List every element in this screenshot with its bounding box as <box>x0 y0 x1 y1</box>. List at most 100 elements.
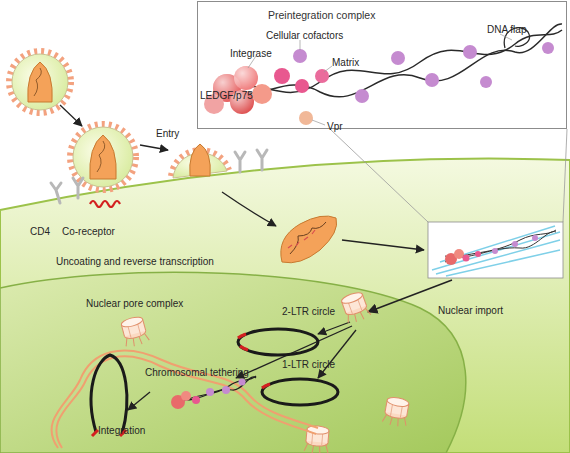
process-arrows-part <box>60 105 82 126</box>
tethered-pic-part <box>222 386 230 394</box>
nucleus-part <box>0 272 466 453</box>
part-label: Nuclear import <box>438 305 503 317</box>
virus-particle-part <box>90 135 116 179</box>
tethered-pic-part <box>206 388 214 396</box>
pic-detail-part <box>315 69 329 83</box>
nuclear-pores-part <box>339 290 371 325</box>
ltr-circles-part <box>262 384 270 388</box>
tethered-pic-part <box>192 396 200 404</box>
pic-detail-part <box>234 66 258 90</box>
pic-detail-part <box>480 76 492 88</box>
process-arrows-part <box>342 240 424 250</box>
process-arrows-part <box>318 322 350 334</box>
ltr-circles <box>238 329 338 405</box>
pic-detail-part <box>274 68 290 84</box>
pic-detail-part <box>234 66 258 90</box>
receptors-part <box>235 152 245 172</box>
part-label: Nuclear pore complex <box>86 298 183 310</box>
process-arrows-part <box>236 326 352 378</box>
nuclear-pores <box>119 290 410 453</box>
pic-zoom-box-part <box>492 248 498 254</box>
chromosome-part <box>52 350 318 448</box>
pic-detail <box>204 24 562 125</box>
receptors-part <box>257 150 267 170</box>
virus-particle <box>70 124 136 190</box>
pic-detail-part <box>299 111 313 125</box>
virus-particle-part <box>34 68 41 96</box>
inset-background <box>197 1 567 129</box>
inset-box: Preintegration complex <box>197 1 567 129</box>
part-label: 1-LTR circle <box>282 359 335 371</box>
virus-particle-part <box>70 124 136 190</box>
pic-zoom-box-part <box>445 230 556 262</box>
virus-particle-part <box>97 141 105 172</box>
zoom-lines-part <box>330 129 428 222</box>
pic-detail-part <box>391 51 405 65</box>
nuclear-pores-part <box>304 425 330 453</box>
pic-zoom-box-part <box>463 255 470 262</box>
pic-zoom-box-part <box>428 222 563 278</box>
pic-zoom-box-part <box>475 251 481 257</box>
ltr-circles-part <box>238 334 246 338</box>
virus-particle-part <box>28 62 53 102</box>
receptors-part <box>73 178 83 198</box>
capsid-part <box>281 216 337 263</box>
part-label: LEDGF/p75 <box>200 90 253 102</box>
receptors <box>51 150 267 207</box>
pic-zoom-box-part <box>454 249 464 259</box>
cell-part <box>0 159 570 453</box>
part-label: Entry <box>156 128 179 140</box>
fusing-virus-part <box>190 144 211 176</box>
pic-detail-part <box>312 120 325 125</box>
ltr-circles-part <box>262 379 338 405</box>
ltr-circles-part <box>238 329 318 355</box>
pic-detail-part <box>225 24 562 97</box>
pic-detail-part <box>355 89 369 103</box>
part-label: Matrix <box>332 57 359 69</box>
process-arrows-part <box>140 145 168 150</box>
part-label: DNA flap <box>487 24 526 36</box>
nuclear-pores-part <box>119 315 149 348</box>
capsid <box>281 216 337 263</box>
nucleus <box>0 272 466 453</box>
pic-detail-part <box>425 73 439 87</box>
chromosome-part <box>91 355 127 434</box>
pic-zoom-box <box>428 222 563 278</box>
chromosome <box>52 350 318 448</box>
ltr-circles-part <box>240 346 248 350</box>
pic-detail-part <box>300 40 301 50</box>
box-title: Preintegration complex <box>268 9 375 22</box>
virus-particle-part <box>12 54 68 110</box>
pic-zoom-box-part <box>432 226 560 276</box>
receptors-part <box>51 183 61 203</box>
fusing-virus <box>171 144 229 178</box>
pic-zoom-box-part <box>512 241 518 247</box>
receptors-part <box>90 201 120 207</box>
pic-detail-part <box>542 42 554 54</box>
tethered-pic-part <box>239 379 246 386</box>
part-label: Cellular cofactors <box>266 30 343 42</box>
zoom-lines-part <box>563 129 567 222</box>
part-label: CD4 <box>30 226 50 238</box>
pic-detail-part <box>252 84 272 104</box>
capsid-part <box>290 222 326 254</box>
virus-particle <box>9 51 71 113</box>
pic-detail-part <box>225 30 562 95</box>
pic-detail-part <box>293 49 307 63</box>
virus-particle-part <box>9 51 71 113</box>
pic-detail-part <box>324 66 332 72</box>
part-label: Chromosomal tethering <box>145 367 249 379</box>
tethered-pic-part <box>178 376 256 404</box>
cell <box>0 159 570 453</box>
process-arrows-part <box>222 192 276 226</box>
part-label: Integrase <box>230 48 272 60</box>
nuclear-pores-part <box>382 396 410 428</box>
part-label: Vpr <box>327 121 343 133</box>
zoom-lines <box>330 129 567 222</box>
process-arrows-part <box>128 392 150 410</box>
pic-detail-part <box>295 79 309 93</box>
part-label: Uncoating and reverse transcription <box>56 256 214 268</box>
capsid-part <box>288 230 315 248</box>
part-label: Co-receptor <box>62 226 115 238</box>
